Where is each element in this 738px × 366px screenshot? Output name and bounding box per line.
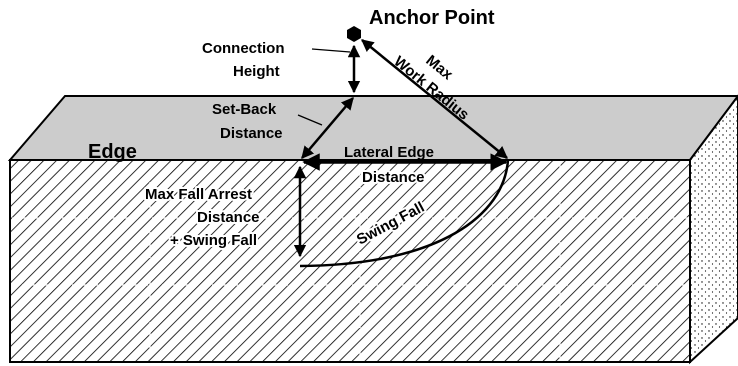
anchor-point-label: Anchor Point: [369, 7, 495, 29]
connection-height-label-line1: Connection: [202, 40, 285, 57]
setback-distance-label-line1: Set-Back: [212, 101, 277, 118]
building-front-face: [9, 159, 691, 363]
swing-fall-arc: [299, 159, 510, 268]
max-fall-arrest-label-line1: Max Fall Arrest: [145, 186, 252, 203]
setback-leader: [297, 114, 323, 126]
front-face-grid: [12, 162, 688, 360]
edge-label: Edge: [88, 141, 137, 163]
anchor-point-icon: [347, 26, 361, 42]
building-side-face: [689, 94, 738, 365]
max-fall-arrest-label-line3: + Swing Fall: [170, 232, 257, 249]
lateral-edge-distance-label-line1: Lateral Edge: [344, 144, 434, 161]
connection-height-leader: [311, 48, 351, 53]
setback-distance-arrow: [301, 97, 354, 159]
max-fall-arrest-label-line2: Distance: [197, 209, 260, 226]
connection-height-label-line2: Height: [233, 63, 280, 80]
lateral-edge-distance-label-line2: Distance: [362, 169, 425, 186]
max-work-radius-arrow: [361, 39, 508, 159]
setback-distance-label-line2: Distance: [220, 125, 283, 142]
